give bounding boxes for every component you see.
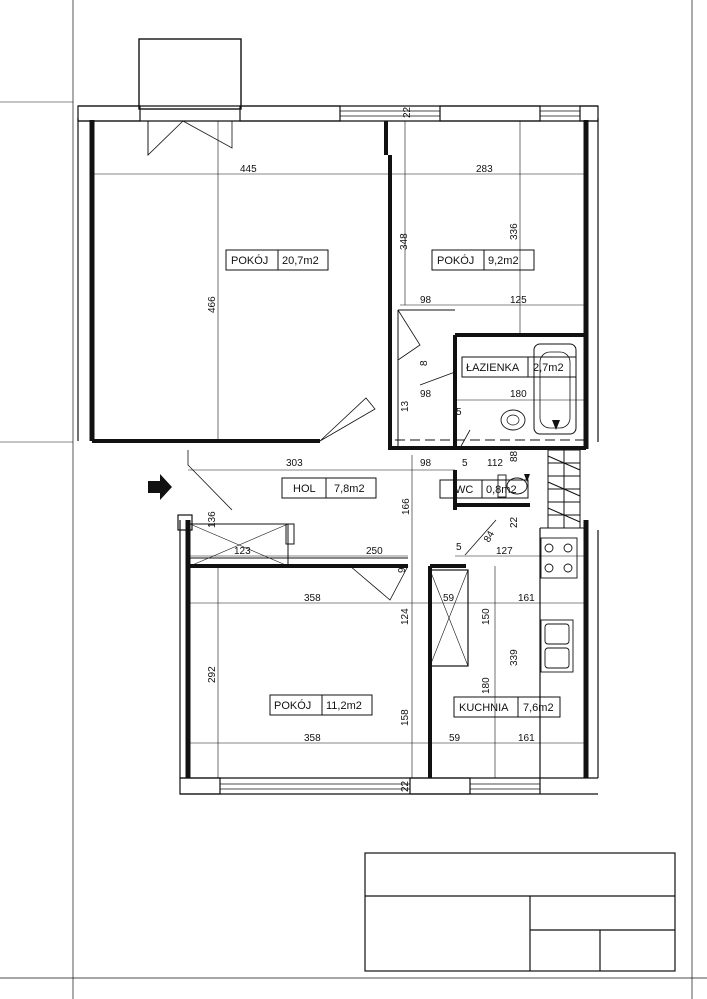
dimension-label: 59 — [443, 593, 455, 604]
room-name: POKÓJ — [274, 699, 311, 712]
room-label-box — [225, 249, 329, 271]
interior-thin-walls — [190, 309, 586, 559]
dimension-label: 161 — [518, 733, 535, 744]
dimension-label: 292 — [207, 666, 218, 683]
dimension-label: 180 — [481, 677, 492, 694]
dimension-label: 283 — [476, 164, 493, 175]
drain-arrow-icon — [552, 420, 560, 430]
door-swings — [187, 309, 497, 601]
dimension-label: 158 — [400, 709, 411, 726]
top-wall — [77, 105, 599, 155]
dimension-label: 348 — [399, 233, 410, 250]
balcony-door — [147, 120, 233, 156]
room-area: 2,7m2 — [533, 362, 564, 374]
dimension-label: 22 — [402, 106, 413, 118]
balcony — [138, 38, 242, 110]
entrance-arrow-icon — [148, 474, 172, 500]
room-area: 7,6m2 — [523, 702, 554, 714]
dimension-label: 150 — [481, 608, 492, 625]
room-label-box — [453, 696, 561, 718]
toilet-icon — [506, 477, 528, 495]
dimension-label: 125 — [510, 295, 527, 306]
closet-box — [189, 523, 289, 567]
dimension-label: 124 — [400, 608, 411, 625]
room-name: ŁAZIENKA — [466, 362, 520, 374]
dimension-label: 161 — [518, 593, 535, 604]
bathtub — [533, 343, 577, 435]
room-name: HOL — [293, 483, 316, 495]
dimension-label: 166 — [401, 498, 412, 515]
room-label-box — [281, 477, 377, 499]
room-area: 9,2m2 — [488, 255, 519, 267]
room-area: 0,8m2 — [486, 484, 517, 496]
title-block — [364, 852, 676, 972]
dimension-label: 358 — [304, 593, 321, 604]
dimension-label: 8 — [419, 360, 430, 366]
exterior-walls — [89, 120, 589, 778]
dimension-label: 5 — [456, 542, 462, 553]
room-name: KUCHNIA — [459, 702, 509, 714]
dimension-label: 339 — [509, 649, 520, 666]
dimension-label: 88 — [509, 450, 520, 462]
dimension-label: 22 — [400, 780, 411, 792]
dimension-label: 84 — [482, 529, 497, 545]
wc-cistern — [497, 474, 507, 498]
room-area: 7,8m2 — [334, 483, 365, 495]
dimension-label: 5 — [462, 458, 468, 469]
window-top — [340, 110, 580, 117]
dimension-label: 445 — [240, 164, 257, 175]
vent-shaft — [429, 569, 469, 667]
room-area: 11,2m2 — [326, 700, 362, 712]
dimension-label: 250 — [366, 546, 383, 557]
dimension-label: 112 — [487, 458, 503, 469]
dimension-lines — [92, 121, 586, 778]
bottom-wall — [179, 777, 598, 795]
dimension-label: 22 — [509, 516, 520, 528]
room-label-box — [431, 249, 535, 271]
room-label-box — [461, 356, 577, 378]
dimension-label: 127 — [496, 546, 513, 557]
dimension-label: 9 — [397, 567, 408, 573]
room-name: POKÓJ — [437, 254, 474, 267]
sink-bathroom — [500, 409, 526, 431]
dimension-label: 180 — [510, 389, 527, 400]
interior-walls — [92, 155, 586, 778]
dimension-label: 466 — [207, 296, 218, 313]
drain-arrow-icon — [524, 474, 530, 482]
dimension-label: 336 — [509, 223, 520, 240]
room-name: WC — [455, 484, 473, 496]
dimension-label: 98 — [420, 295, 432, 306]
dimension-label: 123 — [234, 546, 251, 557]
dimension-label: 98 — [420, 389, 432, 400]
room-name: POKÓJ — [231, 254, 268, 267]
dimension-label: 5 — [456, 407, 462, 418]
dimension-label: 358 — [304, 733, 321, 744]
room-label-box — [269, 694, 373, 716]
room-label-box — [439, 479, 529, 499]
room-area: 20,7m2 — [282, 255, 319, 267]
dimension-label: 13 — [400, 400, 411, 412]
kitchen-counter — [540, 527, 586, 673]
dimension-label: 136 — [207, 511, 218, 528]
utility-cabinet — [547, 449, 581, 529]
dimension-label: 303 — [286, 458, 303, 469]
dimension-label: 98 — [420, 458, 432, 469]
dimension-label: 59 — [449, 733, 461, 744]
